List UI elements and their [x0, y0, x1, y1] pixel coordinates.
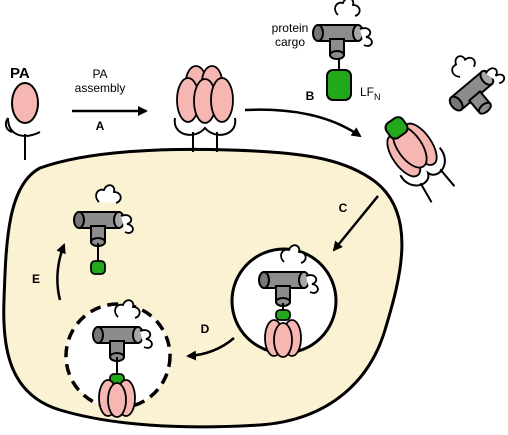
pa-heptamer-prepore [173, 65, 237, 152]
arrow-e [56, 243, 66, 301]
step-label-d: D [201, 322, 210, 336]
pa-assembly-line1: PA [92, 67, 107, 81]
lfn-domain [326, 69, 352, 101]
late-endosome [64, 299, 172, 418]
toxin-complex-membrane [384, 116, 456, 203]
protein-cargo-line1: protein [272, 21, 309, 35]
protein-cargo-line2: cargo [275, 35, 305, 49]
step-label-b: B [306, 89, 315, 103]
cell-body [2, 147, 404, 429]
pa-label: PA [10, 65, 30, 82]
arrow-c [332, 195, 379, 252]
protein-cargo-bound [429, 41, 508, 128]
lfn-label: LFN [360, 85, 381, 102]
protein-cargo-free [312, 0, 373, 101]
step-label-a: A [96, 119, 105, 133]
pa-assembly-line2: assembly [75, 81, 126, 95]
step-label-e: E [32, 272, 40, 286]
arrow-b [244, 108, 362, 138]
protein-cargo-released [73, 184, 134, 275]
endosome [230, 244, 338, 358]
step-label-c: C [339, 201, 348, 215]
pa-monomer [4, 82, 41, 160]
lfn-released [90, 260, 106, 275]
arrow-d [186, 337, 235, 361]
